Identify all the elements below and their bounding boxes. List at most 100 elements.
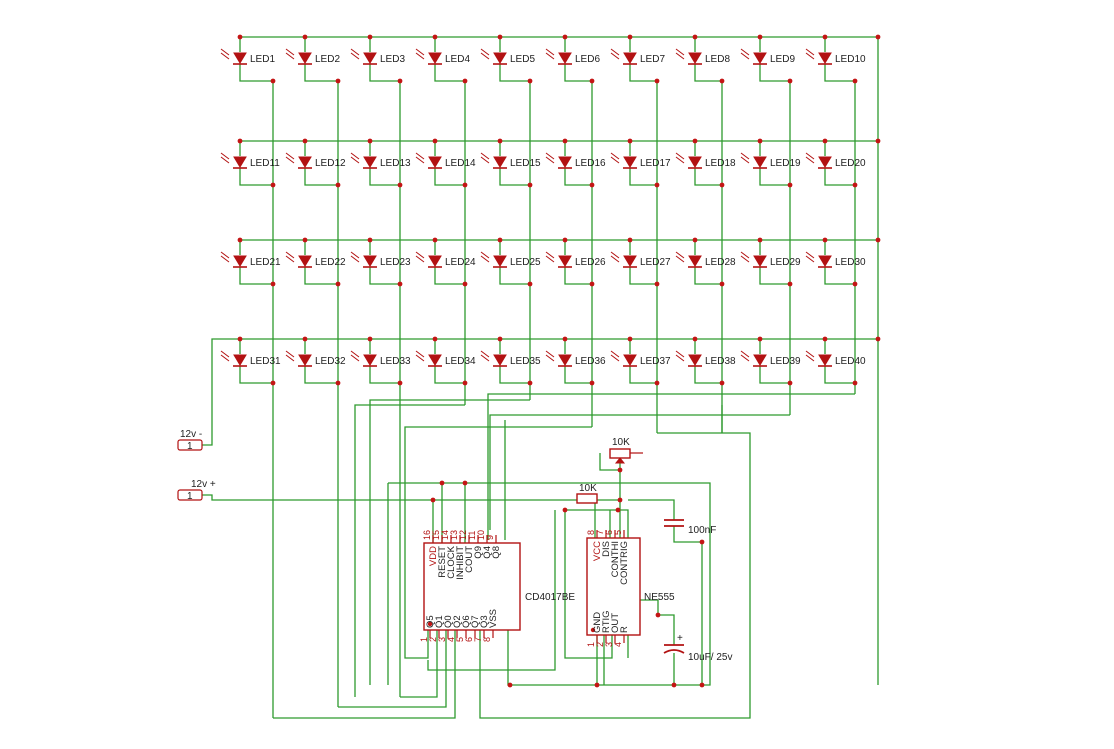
led: LED9 xyxy=(740,48,795,65)
led-light-arrow xyxy=(285,251,295,259)
led: LED6 xyxy=(545,48,600,65)
junction-dot xyxy=(822,138,828,144)
led-light-arrow xyxy=(350,354,360,362)
junction-dot xyxy=(655,612,661,618)
led-light-arrow xyxy=(805,52,815,60)
pin-name: CONTRIG xyxy=(619,541,630,585)
led: LED1 xyxy=(220,48,275,65)
junction-dot xyxy=(367,336,373,342)
led-light-arrow xyxy=(610,350,620,358)
junction-dot xyxy=(397,182,403,188)
led-light-arrow xyxy=(220,350,230,358)
led-diode-triangle xyxy=(363,255,377,267)
led-diode-triangle xyxy=(428,52,442,64)
junction-dot xyxy=(822,336,828,342)
led-label: LED7 xyxy=(640,54,665,65)
led-light-arrow xyxy=(805,251,815,259)
ne555-pin1-marker xyxy=(590,627,596,633)
led-cathode-lead xyxy=(629,64,657,82)
junction-dot xyxy=(627,34,633,40)
junction-dot xyxy=(875,336,881,342)
junction-dot xyxy=(589,182,595,188)
led-cathode-lead xyxy=(824,366,855,384)
junction-dot xyxy=(432,336,438,342)
led: LED3 xyxy=(350,48,405,65)
pin-number: 6 xyxy=(604,530,614,535)
cd4017-counter: 16VDD15RESET14CLOCK13INHIBIT12COUT11Q910… xyxy=(419,530,575,642)
cd4017-pins: 16VDD15RESET14CLOCK13INHIBIT12COUT11Q910… xyxy=(419,530,502,642)
led-diode-triangle xyxy=(818,255,832,267)
pin-number: 7 xyxy=(473,637,483,642)
led-label: LED13 xyxy=(380,158,411,169)
led: LED26 xyxy=(545,251,606,268)
led: LED4 xyxy=(415,48,470,65)
led-label: LED33 xyxy=(380,356,411,367)
junction-dot xyxy=(462,480,468,486)
led-diode-triangle xyxy=(688,255,702,267)
led-light-arrow xyxy=(675,350,685,358)
led-light-arrow xyxy=(545,48,555,56)
led-diode-triangle xyxy=(688,156,702,168)
junction-dot xyxy=(430,497,436,503)
pot-body xyxy=(609,448,631,459)
led-light-arrow xyxy=(220,251,230,259)
pin-name: GND xyxy=(592,612,603,633)
led-diode-triangle xyxy=(363,52,377,64)
led-cathode-lead xyxy=(759,366,790,384)
led-cathode-lead xyxy=(239,366,273,384)
led-light-arrow xyxy=(610,156,620,164)
led-cathode-lead xyxy=(304,64,338,82)
junction-dot xyxy=(719,78,725,84)
connector-pos-body xyxy=(177,489,203,501)
led-label: LED40 xyxy=(835,356,866,367)
led-light-arrow xyxy=(545,350,555,358)
led-light-arrow xyxy=(415,48,425,56)
connector-neg-label: 12v - xyxy=(180,429,202,440)
junction-dot xyxy=(589,78,595,84)
led-light-arrow xyxy=(480,255,490,263)
led: LED33 xyxy=(350,350,411,367)
led-light-arrow xyxy=(740,152,750,160)
led-light-arrow xyxy=(350,52,360,60)
led: LED28 xyxy=(675,251,736,268)
route-q0 xyxy=(273,630,456,719)
led-label: LED15 xyxy=(510,158,541,169)
led-cathode-lead xyxy=(824,267,855,285)
led-cathode-lead xyxy=(499,267,530,285)
led-diode-triangle xyxy=(493,52,507,64)
led-diode-triangle xyxy=(233,255,247,267)
led-light-arrow xyxy=(610,255,620,263)
led-diode-triangle xyxy=(428,255,442,267)
led-light-arrow xyxy=(220,156,230,164)
led: LED34 xyxy=(415,350,476,367)
led-light-arrow xyxy=(675,354,685,362)
led-label: LED19 xyxy=(770,158,801,169)
led: LED20 xyxy=(805,152,866,169)
led-label: LED5 xyxy=(510,54,535,65)
pin-number: 6 xyxy=(464,637,474,642)
junction-dot xyxy=(462,182,468,188)
pin-number: 10 xyxy=(476,530,486,540)
led-light-arrow xyxy=(415,156,425,164)
led: LED21 xyxy=(220,251,281,268)
led: LED36 xyxy=(545,350,606,367)
led-light-arrow xyxy=(805,350,815,358)
potentiometer: 10K xyxy=(609,437,643,464)
led-light-arrow xyxy=(480,156,490,164)
led-diode-triangle xyxy=(623,255,637,267)
led-diode-triangle xyxy=(753,255,767,267)
led-label: LED6 xyxy=(575,54,600,65)
led-light-arrow xyxy=(740,350,750,358)
led-label: LED27 xyxy=(640,257,671,268)
junction-dot xyxy=(757,34,763,40)
junction-dot xyxy=(527,380,533,386)
junction-dot xyxy=(562,138,568,144)
led-label: LED9 xyxy=(770,54,795,65)
junction-dot xyxy=(237,336,243,342)
led-diode-triangle xyxy=(688,52,702,64)
led: LED10 xyxy=(805,48,866,65)
junction-dot xyxy=(654,380,660,386)
led-diode-triangle xyxy=(233,52,247,64)
pin-number: 13 xyxy=(449,530,459,540)
